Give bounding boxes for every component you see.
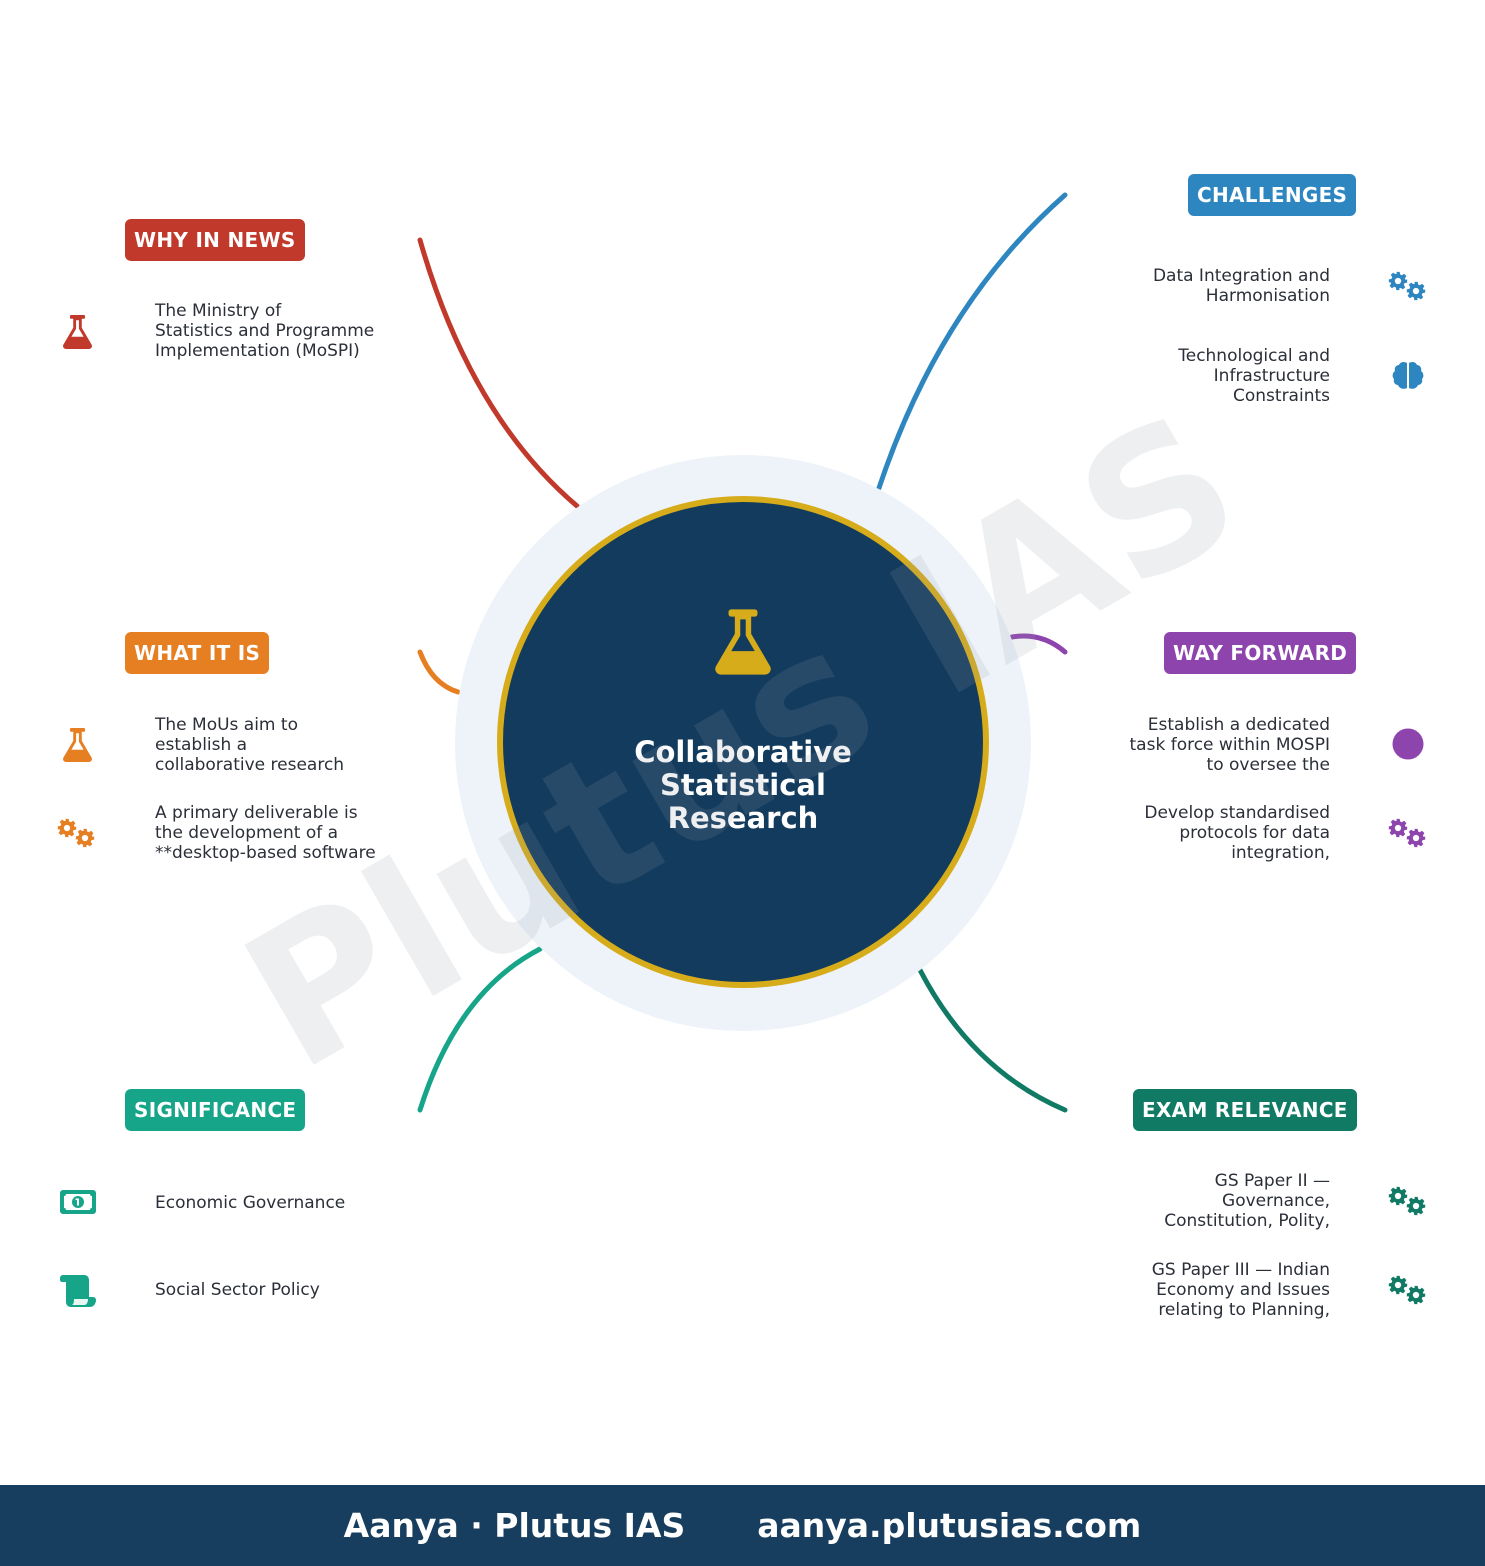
scroll-icon bbox=[60, 1275, 96, 1307]
exam-relevance-item-1: GS Paper II — Governance, Constitution, … bbox=[1164, 1171, 1330, 1231]
badge-significance[interactable]: SIGNIFICANCE bbox=[125, 1089, 306, 1131]
circle-icon bbox=[1392, 728, 1424, 760]
what-it-is-item-1: The MoUs aim to establish a collaborativ… bbox=[155, 715, 345, 775]
badge-what-it-is[interactable]: WHAT IT IS bbox=[125, 632, 270, 674]
center-title-line: Research bbox=[667, 801, 819, 835]
money-icon bbox=[60, 1190, 96, 1214]
gears-icon bbox=[1388, 1275, 1428, 1307]
connector-what-it-is bbox=[417, 649, 461, 695]
badge-way-forward[interactable]: WAY FORWARD bbox=[1164, 632, 1357, 674]
what-it-is-item-2: A primary deliverable is the development… bbox=[155, 803, 376, 863]
significance-item-1: Economic Governance bbox=[155, 1193, 346, 1213]
connector-why-in-news bbox=[417, 237, 580, 509]
badge-challenges[interactable]: CHALLENGES bbox=[1188, 174, 1357, 216]
exam-relevance-item-2: GS Paper III — Indian Economy and Issues… bbox=[1151, 1260, 1330, 1320]
center-title: Collaborative Statistical Research bbox=[503, 736, 983, 835]
gears-icon bbox=[1388, 818, 1428, 850]
flask-icon bbox=[62, 728, 93, 762]
why-in-news-item-1: The Ministry of Statistics and Programme… bbox=[155, 301, 375, 361]
gears-icon bbox=[57, 818, 97, 850]
challenges-item-1: Data Integration and Harmonisation bbox=[1152, 266, 1330, 306]
gears-icon bbox=[1388, 1186, 1428, 1218]
footer-url-link[interactable]: aanya.plutusias.com bbox=[757, 1506, 1142, 1545]
way-forward-item-2: Develop standardised protocols for data … bbox=[1144, 803, 1330, 863]
badge-exam-relevance[interactable]: EXAM RELEVANCE bbox=[1133, 1089, 1357, 1131]
badge-why-in-news[interactable]: WHY IN NEWS bbox=[125, 219, 305, 261]
flask-icon bbox=[714, 608, 772, 676]
footer-bar: Aanya · Plutus IAS aanya.plutusias.com bbox=[0, 1485, 1485, 1566]
center-title-line: Statistical bbox=[660, 768, 826, 802]
branch-connectors bbox=[417, 192, 1068, 1113]
connector-challenges bbox=[876, 192, 1068, 491]
connector-significance bbox=[417, 946, 543, 1113]
brain-icon bbox=[1392, 360, 1424, 392]
footer-brand: Aanya · Plutus IAS bbox=[343, 1506, 686, 1545]
center-title-line: Collaborative bbox=[634, 735, 852, 769]
challenges-item-2: Technological and Infrastructure Constra… bbox=[1178, 346, 1330, 406]
gears-icon bbox=[1388, 271, 1428, 303]
center-node[interactable]: Collaborative Statistical Research bbox=[497, 496, 989, 988]
connector-exam-relevance bbox=[917, 967, 1068, 1113]
flask-icon bbox=[62, 315, 93, 349]
significance-item-2: Social Sector Policy bbox=[155, 1280, 320, 1300]
way-forward-item-1: Establish a dedicated task force within … bbox=[1129, 715, 1330, 775]
connector-way-forward bbox=[1009, 633, 1068, 655]
